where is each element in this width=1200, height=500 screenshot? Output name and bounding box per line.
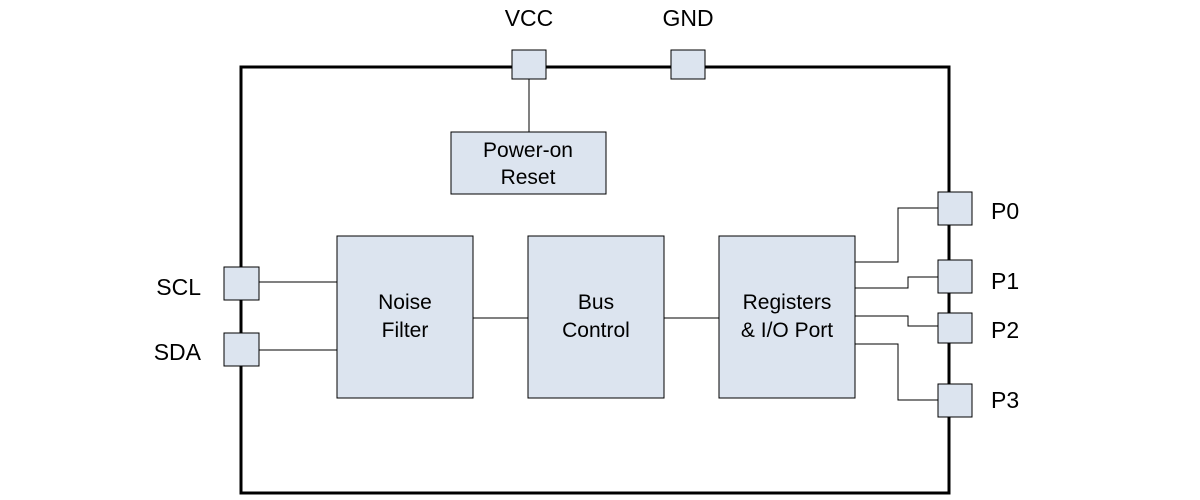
p0-pin (937, 191, 973, 226)
sda-label: SDA (154, 339, 202, 365)
p0-label: P0 (991, 198, 1019, 224)
wire-registers-p3 (855, 343, 938, 401)
vcc-label: VCC (505, 5, 554, 31)
noise-filter-block (336, 235, 474, 399)
p2-pin (937, 312, 973, 344)
noise-filter-label-line2: Filter (382, 319, 429, 342)
registers-io-port-block (718, 235, 856, 399)
power-on-reset-label-line1: Power-on (483, 139, 573, 162)
p3-label: P3 (991, 387, 1019, 413)
bus-control-label-line1: Bus (578, 291, 614, 314)
power-on-reset-block (450, 131, 607, 195)
wire-registers-p1 (855, 276, 938, 289)
scl-pin (223, 266, 260, 301)
blocks (336, 131, 856, 399)
noise-filter-label-line1: Noise (378, 291, 432, 314)
vcc-pin (511, 49, 547, 80)
registers-io-port-label-line2: & I/O Port (741, 319, 833, 342)
p1-pin (937, 259, 973, 294)
sda-pin (223, 332, 260, 367)
p3-pin (937, 383, 973, 418)
bus-control-label-line2: Control (562, 319, 630, 342)
wire-registers-p0 (855, 207, 938, 263)
gnd-pin (670, 49, 706, 80)
registers-io-port-label-line1: Registers (743, 291, 832, 314)
power-on-reset-label-line2: Reset (501, 166, 556, 189)
scl-label: SCL (156, 274, 201, 300)
gnd-label: GND (662, 5, 713, 31)
bus-control-block (527, 235, 665, 399)
wire-registers-p2 (855, 315, 938, 327)
pins (223, 49, 973, 418)
p2-label: P2 (991, 317, 1019, 343)
wires (259, 79, 938, 401)
p1-label: P1 (991, 268, 1019, 294)
